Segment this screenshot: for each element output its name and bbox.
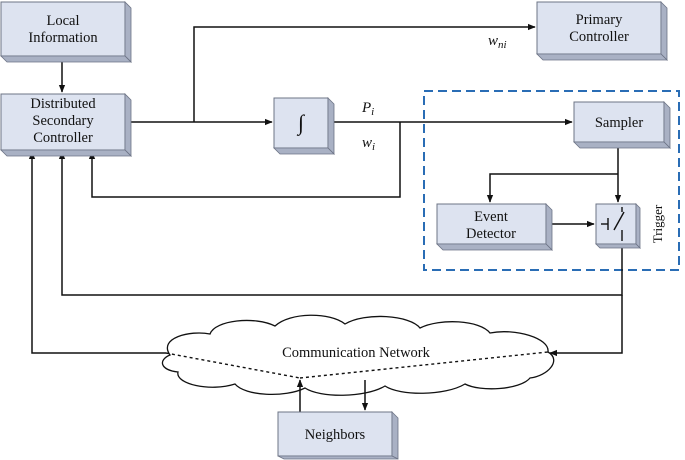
local-information-block: Local Information (0, 1, 132, 63)
event-detector-block: Event Detector (436, 203, 553, 251)
network-to-secondary-arrow (28, 151, 166, 354)
trigger-to-network-arrow (549, 295, 623, 357)
communication-network-cloud (161, 314, 555, 396)
secondary-controller-label-line1: Distributed (30, 96, 96, 112)
signal-label-w-i: wi (362, 135, 375, 153)
event-detector-label-line1: Event (474, 209, 508, 225)
event-detector-label-line2: Detector (466, 226, 516, 242)
switch-icon (601, 207, 625, 241)
signal-label-w-ni: wni (488, 33, 507, 51)
trigger-switch-block (595, 203, 641, 249)
network-neighbor-link-left (165, 352, 301, 379)
feedback-to-secondary-arrow (88, 122, 401, 198)
primary-controller-label-line2: Controller (569, 29, 629, 45)
sampler-block: Sampler (573, 101, 671, 149)
integral-symbol: ∫ (296, 110, 306, 136)
local-information-label-line2: Information (28, 30, 98, 46)
signal-label-p-i: Pi (361, 100, 374, 118)
trigger-region-frame (423, 90, 680, 271)
neighbors-block: Neighbors (277, 411, 399, 460)
local-information-label-line1: Local (46, 13, 79, 29)
communication-network-label: Communication Network (282, 345, 431, 361)
sampler-to-event-detector-arrow (486, 173, 618, 203)
primary-controller-block: Primary Controller (536, 1, 668, 61)
neighbors-label: Neighbors (305, 427, 366, 443)
integrator-block: ∫ (273, 97, 335, 155)
distributed-secondary-controller-block: Distributed Secondary Controller (0, 93, 132, 157)
trigger-label: Trigger (650, 204, 665, 243)
secondary-controller-label-line2: Secondary (32, 113, 94, 129)
secondary-to-primary-arrow (193, 23, 536, 122)
secondary-controller-label-line3: Controller (33, 130, 93, 146)
primary-controller-label-line1: Primary (576, 12, 623, 28)
sampler-label: Sampler (595, 115, 643, 131)
trigger-to-secondary-arrow (58, 151, 623, 296)
